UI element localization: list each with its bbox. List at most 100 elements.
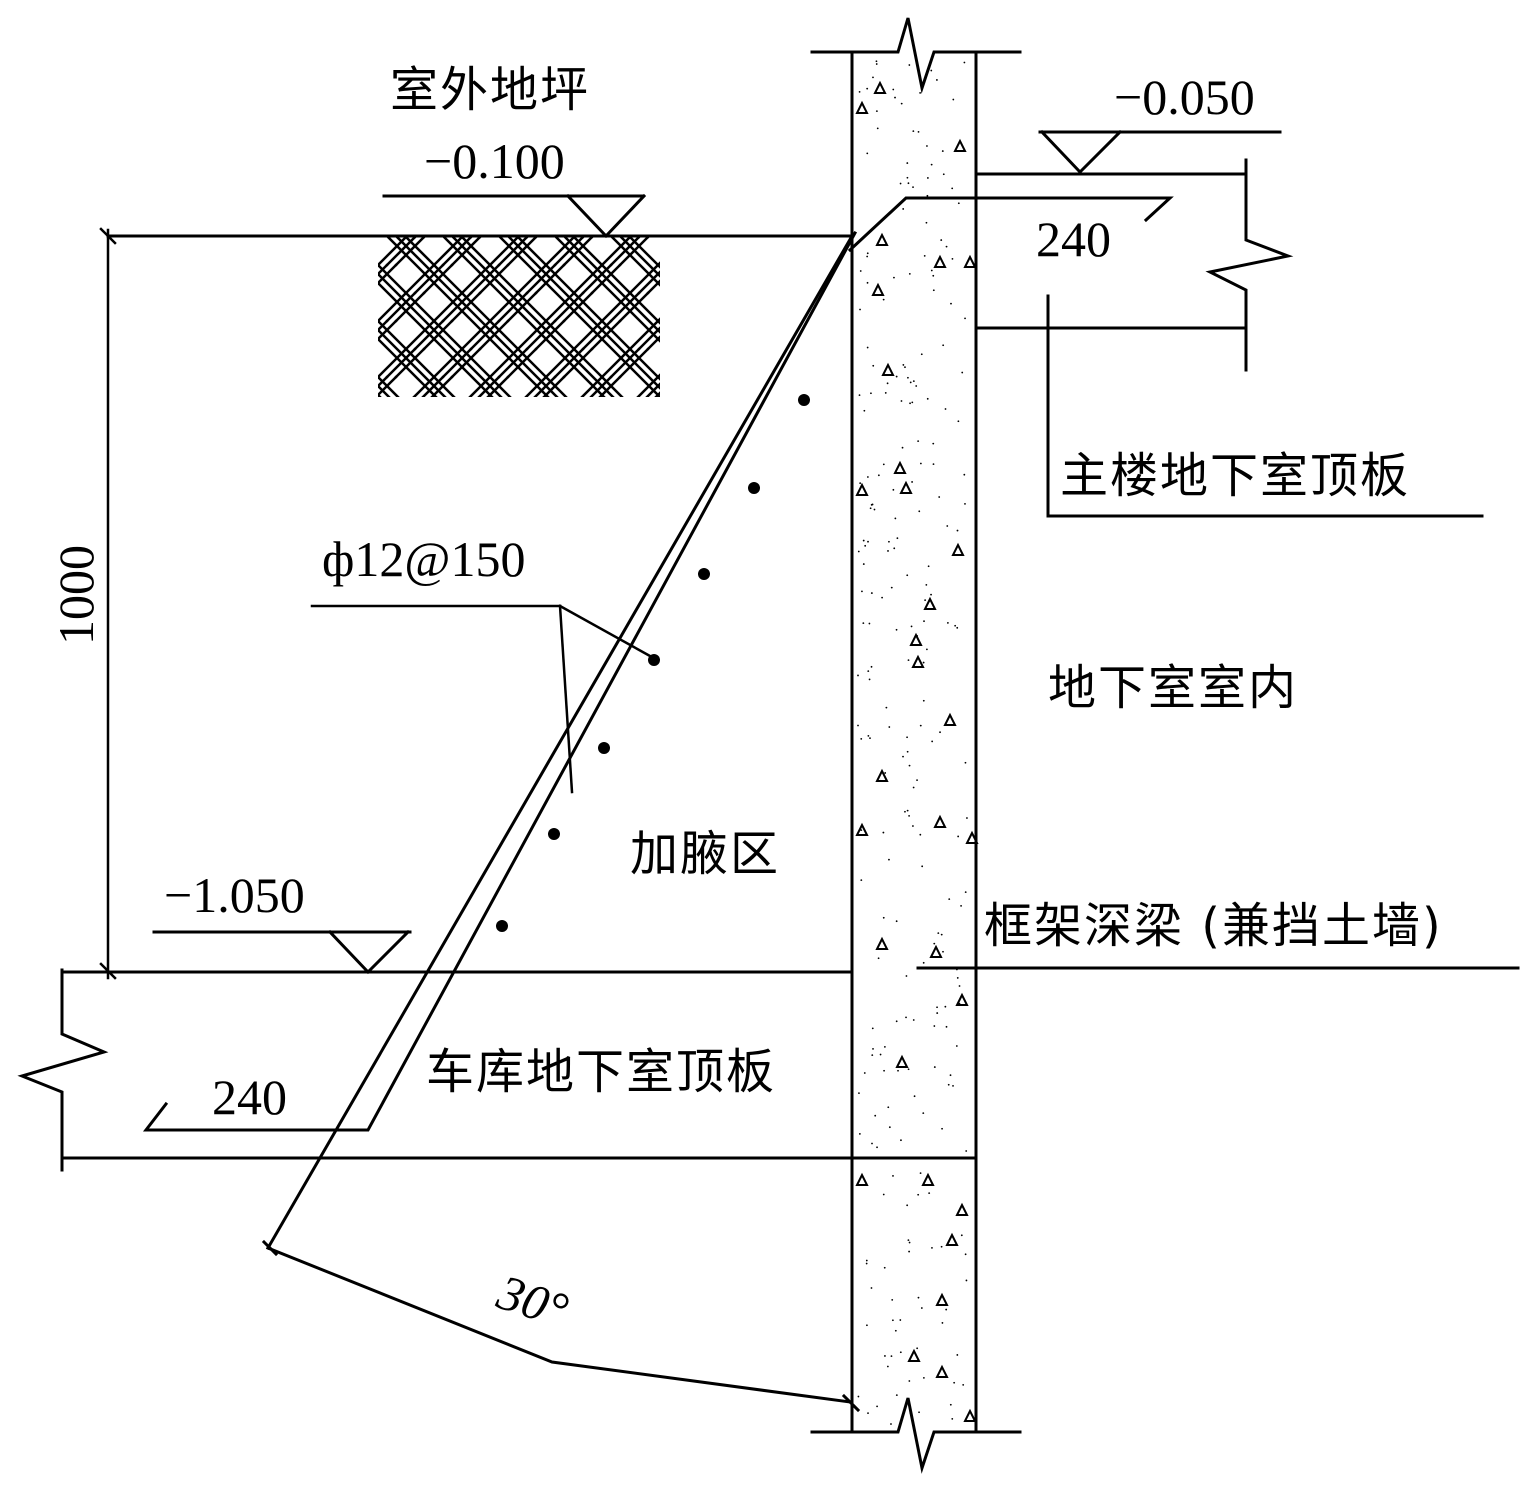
aggregate-speck — [965, 1150, 968, 1152]
aggregate-speck — [866, 281, 869, 284]
aggregate-speck — [906, 809, 909, 812]
aggregate-mark — [955, 1202, 969, 1216]
aggregate-speck — [932, 463, 935, 466]
hatch-stroke — [667, 349, 695, 377]
hatch-stroke — [714, 181, 742, 209]
main-top-elevation-mark — [1038, 129, 1282, 175]
hatch-stroke — [322, 237, 350, 265]
hatch-stroke — [637, 270, 660, 295]
aggregate-speck — [888, 858, 890, 861]
aggregate-speck — [870, 1287, 873, 1289]
hatch-stroke — [574, 433, 602, 461]
aggregate-speck — [923, 620, 925, 623]
aggregate-speck — [857, 674, 859, 677]
hatch-stroke — [574, 199, 602, 227]
hatch-stroke — [723, 349, 751, 377]
hatch-stroke — [488, 384, 503, 397]
hatch-stroke — [686, 181, 714, 209]
hatch-stroke — [656, 373, 660, 379]
hatch-stroke — [686, 237, 714, 265]
aggregate-mark — [923, 596, 937, 610]
hatch-stroke — [630, 405, 658, 433]
aggregate-speck — [962, 1383, 965, 1386]
hatch-stroke — [432, 384, 447, 397]
aggregate-speck — [859, 308, 861, 311]
hatch-stroke — [630, 423, 658, 451]
aggregate-speck — [957, 835, 960, 838]
aggregate-mark — [943, 712, 957, 726]
hatch-stroke — [443, 405, 471, 433]
hatch-stroke — [676, 405, 704, 433]
hatch-stroke — [600, 347, 632, 379]
hatch-stroke — [368, 433, 396, 461]
hatch-stroke — [600, 393, 606, 397]
aggregate-speck — [895, 920, 898, 923]
aggregate-speck — [930, 269, 933, 272]
hatch-stroke — [590, 237, 594, 239]
aggregate-speck — [952, 1085, 954, 1087]
aggregate-speck — [872, 1048, 874, 1050]
hatch-stroke — [434, 405, 462, 433]
aggregate-speck — [919, 92, 922, 94]
hatch-stroke — [676, 293, 704, 321]
aggregate-speck — [906, 736, 908, 739]
hatch-stroke — [686, 190, 714, 218]
hatch-stroke — [714, 349, 742, 377]
aggregate-speck — [886, 382, 889, 385]
aggregate-speck — [859, 482, 862, 485]
hatch-stroke — [331, 181, 359, 209]
hatch-stroke — [350, 209, 378, 237]
hatch-stroke — [378, 337, 380, 341]
hatch-stroke — [581, 237, 585, 239]
aggregate-speck — [905, 975, 908, 977]
hatch-stroke — [656, 281, 660, 287]
aggregate-speck — [955, 1045, 958, 1047]
aggregate-speck — [894, 1329, 897, 1332]
aggregate-speck — [963, 61, 966, 64]
aggregate-speck — [862, 563, 865, 565]
hatch-stroke — [350, 405, 378, 433]
hatch-stroke — [462, 199, 490, 227]
hatch-stroke — [378, 237, 408, 267]
hatch-stroke — [462, 433, 490, 461]
hatch-stroke — [378, 384, 380, 388]
haunch-slope-line — [265, 233, 855, 1251]
aggregate-speck — [900, 102, 903, 105]
aggregate-speck — [886, 1365, 889, 1368]
hatch-stroke — [667, 405, 695, 433]
aggregate-speck — [923, 254, 926, 257]
aggregate-speck — [908, 64, 911, 66]
aggregate-mark — [873, 80, 887, 94]
hatch-stroke — [656, 272, 660, 278]
aggregate-mark — [895, 1054, 909, 1068]
hatch-stroke — [460, 237, 464, 239]
hatch-stroke — [508, 405, 536, 433]
hatch-stroke — [742, 199, 770, 227]
aggregate-speck — [888, 1126, 891, 1129]
hatch-stroke — [770, 433, 798, 461]
hatch-stroke — [630, 199, 658, 227]
aggregate-speck — [939, 731, 941, 734]
hatch-stroke — [656, 328, 660, 334]
hatch-stroke — [742, 423, 770, 451]
hatch-stroke — [714, 209, 742, 237]
aggregate-speck — [924, 607, 927, 610]
aggregate-speck — [907, 1068, 910, 1071]
hatch-stroke — [714, 377, 742, 405]
aggregate-speck — [857, 724, 859, 727]
hatch-stroke — [350, 414, 378, 442]
aggregate-speck — [906, 162, 909, 164]
hatch-stroke — [546, 433, 574, 461]
hatch-stroke — [488, 393, 494, 397]
hatch-stroke — [331, 237, 359, 265]
aggregate-speck — [918, 510, 921, 513]
aggregate-speck — [893, 547, 896, 550]
hatch-stroke — [378, 319, 380, 323]
aggregate-speck — [936, 1006, 938, 1009]
hatch-stroke — [406, 423, 434, 451]
aggregate-speck — [882, 463, 885, 466]
hatch-stroke — [580, 375, 604, 397]
aggregate-speck — [952, 98, 955, 101]
hatch-stroke — [620, 405, 648, 433]
hatch-stroke — [462, 414, 490, 442]
